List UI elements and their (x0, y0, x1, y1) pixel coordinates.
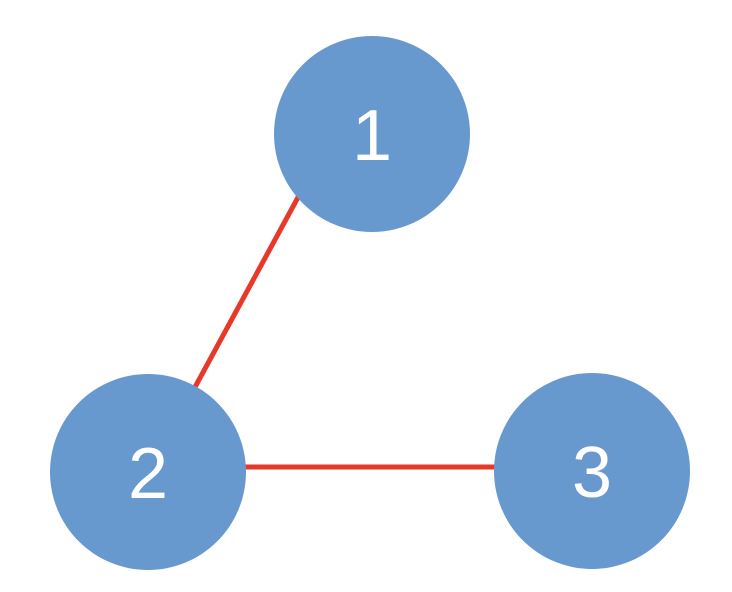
node-3[interactable]: 3 (494, 373, 690, 569)
edge-1-2[interactable] (185, 188, 305, 402)
node-1-label: 1 (352, 96, 392, 176)
node-3-circle[interactable] (494, 373, 690, 569)
node-2-circle[interactable] (50, 374, 246, 570)
node-2-label: 2 (128, 434, 168, 514)
node-1-circle[interactable] (274, 36, 470, 232)
node-3-label: 3 (572, 433, 612, 513)
node-1[interactable]: 1 (274, 36, 470, 232)
node-2[interactable]: 2 (50, 374, 246, 570)
